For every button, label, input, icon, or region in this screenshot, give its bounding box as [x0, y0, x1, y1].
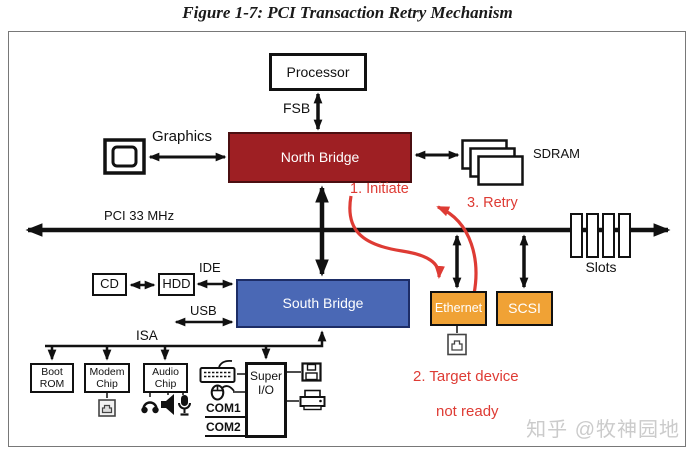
headphones-icon — [141, 401, 159, 414]
retry-curve-arrow — [436, 205, 478, 295]
processor-box: Processor — [269, 53, 367, 91]
rj11-jack-icon — [98, 399, 116, 417]
annotation-initiate: 1. Initiate — [350, 181, 409, 197]
floppy-disk-icon — [301, 362, 322, 382]
sdram-stack-icon — [461, 139, 524, 186]
slots-label: Slots — [585, 259, 617, 275]
modem-chip-box: Modem Chip — [84, 363, 130, 393]
keyboard-icon — [199, 359, 236, 383]
pci-slot — [618, 213, 631, 258]
boot-rom-box: Boot ROM — [30, 363, 74, 393]
annotation-target-line2: not ready — [436, 402, 499, 420]
com2-label: COM2 — [206, 420, 241, 434]
audio-chip-box: Audio Chip — [143, 363, 188, 393]
annotation-target-line1: 2. Target device — [413, 368, 519, 386]
isa-bus-line — [45, 330, 327, 348]
watermark: 知乎 @牧神园地 — [526, 419, 680, 441]
microphone-icon — [178, 395, 191, 416]
printer-icon — [299, 389, 326, 411]
figure-title: Figure 1-7: PCI Transaction Retry Mechan… — [182, 3, 513, 22]
usb-label: USB — [190, 303, 217, 318]
ide-label: IDE — [199, 260, 221, 275]
north-bridge-box: North Bridge — [228, 132, 412, 183]
cd-box: CD — [92, 273, 127, 296]
pci-slot — [586, 213, 599, 258]
annotation-target-not-ready: 2. Target device not ready — [413, 351, 519, 437]
monitor-icon — [103, 138, 146, 175]
fsb-label: FSB — [283, 100, 311, 116]
hdd-box: HDD — [158, 273, 195, 296]
scsi-box: SCSI — [496, 291, 553, 326]
pci-slot — [602, 213, 615, 258]
speaker-icon — [161, 394, 174, 415]
super-io-box: Super I/O — [245, 362, 287, 438]
initiate-curve-arrow — [348, 195, 445, 279]
sdram-label: SDRAM — [533, 146, 580, 161]
annotation-retry: 3. Retry — [467, 195, 518, 211]
mouse-icon — [210, 384, 235, 401]
graphics-label: Graphics — [152, 128, 213, 145]
isa-label: ISA — [136, 328, 158, 343]
com1-label: COM1 — [206, 401, 241, 415]
pci-slot — [570, 213, 583, 258]
south-bridge-box: South Bridge — [236, 279, 410, 328]
rj45-jack-icon — [447, 333, 467, 356]
ethernet-box: Ethernet — [430, 291, 487, 326]
pci-bus-label: PCI 33 MHz — [104, 208, 175, 223]
